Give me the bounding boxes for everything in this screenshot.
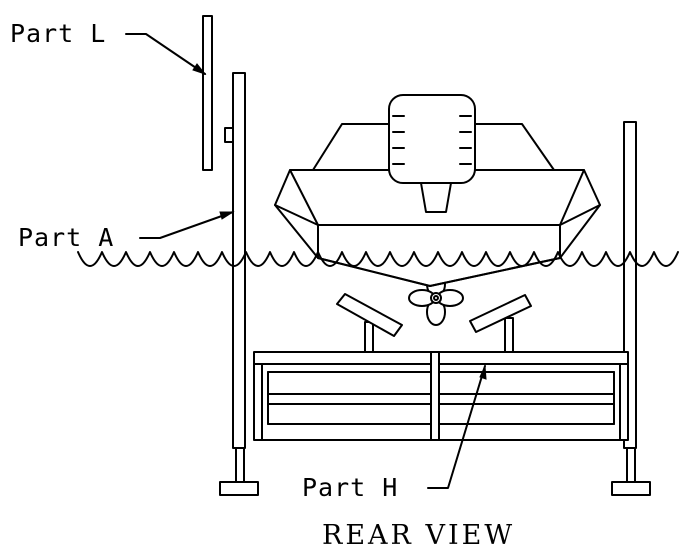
part-h-label: Part H [302, 473, 398, 502]
leader-part-a [139, 211, 235, 239]
leader-part-l [125, 33, 207, 76]
rear-view-caption: REAR VIEW [322, 520, 515, 551]
leader-part-h [427, 365, 487, 489]
water-line [77, 251, 679, 267]
part-l-board [202, 15, 213, 171]
bunk-supports [336, 293, 532, 353]
part-a-label: Part A [18, 223, 114, 252]
motor-head [388, 94, 476, 213]
lift-cradle-frame [253, 351, 629, 441]
part-l-label: Part L [10, 19, 106, 48]
left-post [219, 72, 259, 496]
